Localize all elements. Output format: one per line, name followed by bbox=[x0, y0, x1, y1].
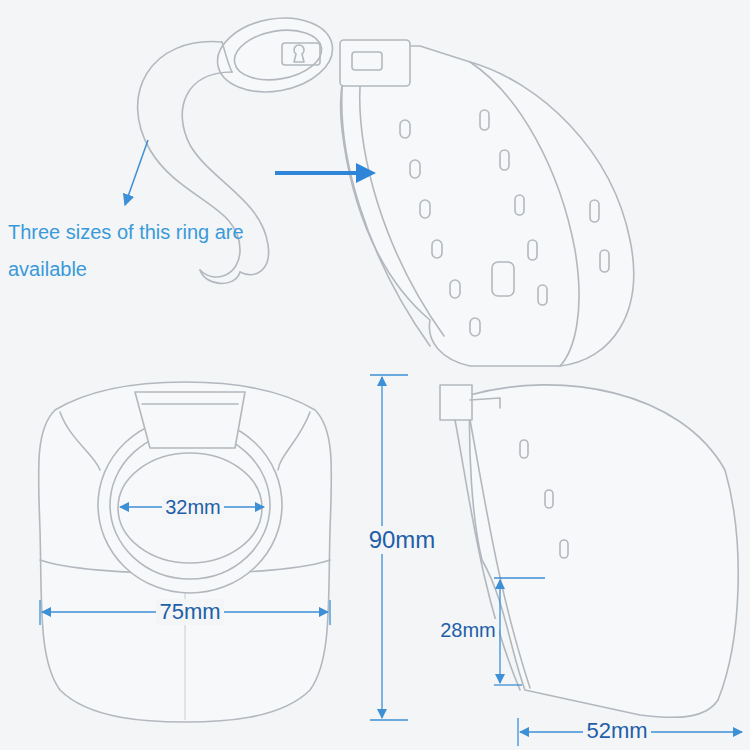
keyhole bbox=[294, 45, 304, 62]
vent-hole bbox=[450, 280, 460, 298]
extension-tick bbox=[370, 374, 408, 375]
extension-tick bbox=[329, 600, 330, 625]
vent-hole bbox=[432, 240, 442, 258]
leader-arrow bbox=[125, 140, 148, 205]
dimension-label: 32mm bbox=[162, 496, 224, 519]
dimension-label: 75mm bbox=[156, 599, 223, 624]
ring-band-end bbox=[200, 270, 240, 283]
cage-vent-holes bbox=[400, 110, 609, 336]
cage-ring-edge bbox=[360, 62, 444, 336]
ring-top-tab bbox=[212, 9, 339, 100]
front-lock-block bbox=[135, 392, 245, 448]
side-view-ring bbox=[470, 420, 530, 688]
vent-hole bbox=[590, 200, 599, 222]
dimension-label: 90mm bbox=[366, 526, 439, 554]
extension-tick bbox=[517, 718, 518, 746]
lock-slot bbox=[282, 43, 320, 65]
dimension-label: 52mm bbox=[583, 718, 650, 743]
vent-hole bbox=[520, 440, 528, 458]
ring-tab-inner bbox=[231, 24, 326, 87]
front-lock-slot bbox=[142, 403, 238, 405]
vent-hole bbox=[528, 240, 537, 260]
side-vent-holes bbox=[520, 440, 568, 558]
dimension-line bbox=[499, 580, 500, 683]
extension-tick bbox=[494, 577, 545, 578]
cage-body bbox=[341, 46, 634, 366]
side-view-lock-tab bbox=[470, 398, 500, 408]
vent-hole bbox=[515, 195, 524, 215]
cage-lock-slot bbox=[352, 52, 382, 70]
cage-ridge bbox=[470, 62, 579, 366]
extension-tick bbox=[370, 719, 408, 720]
cage-lock-housing bbox=[340, 40, 410, 86]
ring-band-joint bbox=[222, 42, 232, 72]
extension-tick bbox=[39, 600, 40, 625]
side-view-cage bbox=[470, 385, 739, 717]
vent-hole bbox=[500, 150, 509, 170]
front-ring-middle bbox=[110, 431, 270, 579]
vent-hole bbox=[492, 262, 514, 296]
vent-hole bbox=[538, 285, 547, 305]
vent-hole bbox=[600, 250, 609, 272]
side-view-ring bbox=[455, 420, 520, 690]
vent-hole bbox=[400, 120, 410, 138]
vent-hole bbox=[560, 540, 568, 558]
assembly-arrow bbox=[275, 171, 372, 175]
ring-band-inner bbox=[182, 72, 268, 275]
vent-hole bbox=[545, 490, 553, 508]
extension-tick bbox=[494, 684, 522, 685]
front-view-outline bbox=[39, 382, 332, 722]
vent-hole bbox=[410, 160, 420, 178]
vent-hole bbox=[420, 200, 430, 218]
vent-hole bbox=[480, 110, 489, 130]
cage-ring-edge bbox=[342, 62, 430, 346]
callout-note: Three sizes of this ring are available bbox=[8, 214, 253, 288]
center-line bbox=[185, 575, 186, 720]
dimension-label: 28mm bbox=[437, 619, 499, 642]
front-ring-opening bbox=[118, 453, 262, 563]
side-view-lock bbox=[440, 385, 472, 420]
vent-hole bbox=[470, 318, 480, 336]
